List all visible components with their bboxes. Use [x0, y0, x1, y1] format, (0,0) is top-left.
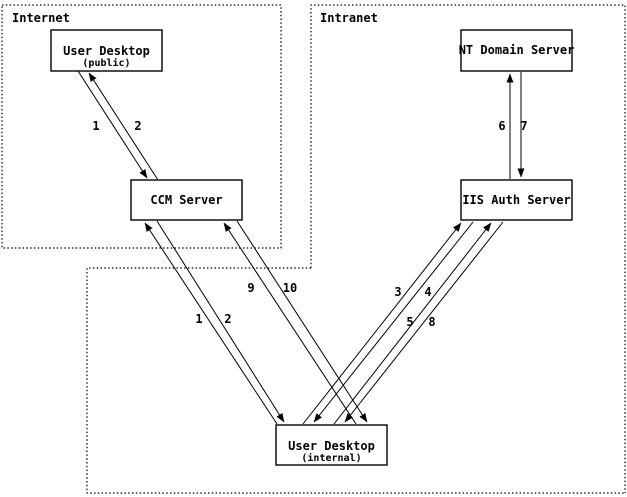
edge-label-step2-internal: 2 [224, 312, 231, 326]
ccm-server-box [130, 179, 243, 221]
ccm-server-title: CCM Server [150, 193, 222, 207]
edge-ccm-to-public-desktop [88, 72, 159, 181]
user-desktop-public-box [50, 29, 163, 72]
node-nt-domain-server: NT Domain Server [459, 29, 575, 72]
edge-label-step1-internal: 1 [195, 312, 202, 326]
internet-zone-border [1, 4, 282, 249]
edge-ccm-to-internal-desktop-step10 [236, 220, 368, 423]
user-desktop-public-subtitle: (public) [82, 57, 130, 69]
edge-label-step10: 10 [283, 281, 297, 295]
edge-public-desktop-to-ccm [77, 70, 148, 179]
user-desktop-public-title: User Desktop [63, 44, 150, 58]
edge-internal-desktop-to-iis-step3 [302, 222, 462, 425]
edge-label-step7: 7 [520, 119, 527, 133]
edge-iis-to-internal-desktop-step8 [344, 221, 504, 423]
iis-auth-server-title: IIS Auth Server [462, 193, 570, 207]
edge-ccm-to-internal-desktop [156, 220, 285, 423]
edge-label-step6: 6 [498, 119, 505, 133]
edge-label-step4: 4 [424, 285, 431, 299]
edge-label-step2-public: 2 [134, 119, 141, 133]
user-desktop-internal-box [275, 424, 388, 466]
edge-iis-to-internal-desktop-step4 [313, 221, 474, 423]
nt-domain-server-box [460, 29, 573, 72]
internet-zone-label: Internet [12, 11, 70, 25]
iis-auth-server-box [460, 179, 573, 221]
edge-label-step9: 9 [247, 281, 254, 295]
edge-label-step1-public: 1 [92, 119, 99, 133]
user-desktop-internal-title: User Desktop [288, 439, 375, 453]
node-user-desktop-internal: User Desktop (internal) [275, 424, 388, 466]
edge-internal-desktop-to-ccm [144, 222, 278, 425]
node-user-desktop-public: User Desktop (public) [50, 29, 163, 72]
node-iis-auth-server: IIS Auth Server [460, 179, 573, 221]
intranet-zone-label: Intranet [320, 11, 378, 25]
intranet-zone-border [310, 4, 626, 493]
edge-internal-desktop-to-iis-step5 [333, 222, 492, 425]
edge-internal-desktop-to-ccm-step9 [223, 222, 357, 425]
edge-label-step3: 3 [394, 285, 401, 299]
user-desktop-internal-subtitle: (internal) [301, 452, 361, 464]
edge-label-step5: 5 [406, 315, 413, 329]
nt-domain-server-title: NT Domain Server [459, 43, 575, 57]
node-ccm-server: CCM Server [130, 179, 243, 221]
edge-label-step8: 8 [428, 315, 435, 329]
